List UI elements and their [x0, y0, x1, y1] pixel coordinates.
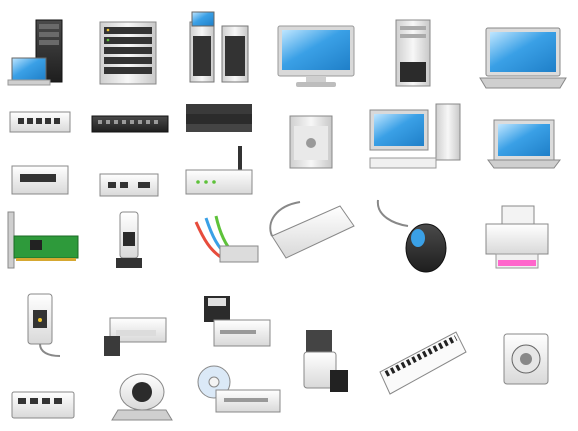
optical-drive-icon	[197, 365, 281, 413]
desktop-tower-icon	[395, 19, 431, 87]
wireless-router-icon	[185, 146, 253, 195]
mouse-icon	[376, 199, 447, 273]
rack-unit-icon	[186, 104, 252, 132]
midi-keyboard-icon	[379, 331, 467, 395]
network-cables-icon	[194, 215, 259, 263]
server-tower-with-laptop-icon	[7, 19, 63, 86]
rack-server-cabinet-icon	[99, 21, 157, 85]
speaker-icon	[503, 333, 549, 385]
network-switch-icon	[9, 111, 71, 133]
printer-icon	[485, 205, 549, 269]
usb-hub-icon	[11, 391, 75, 419]
small-laptop-icon	[487, 119, 561, 169]
external-drive-icon	[289, 115, 333, 169]
usb-flash-drive-icon	[116, 211, 142, 268]
laptop-icon	[479, 27, 567, 89]
desktop-computer-icon	[369, 103, 461, 169]
network-card-icon	[7, 211, 79, 269]
network-hub-icon	[99, 173, 159, 197]
lcd-monitor-icon	[277, 25, 355, 87]
router-box-icon	[11, 165, 69, 195]
usb-memory-stick-icon	[303, 330, 348, 392]
webcam-icon	[111, 373, 173, 421]
keyboard-icon	[269, 201, 355, 259]
card-reader-icon	[104, 317, 167, 356]
server-pair-with-monitor-icon	[189, 11, 249, 83]
floppy-drive-icon	[204, 296, 271, 347]
patch-panel-icon	[91, 115, 169, 133]
usb-tower-hub-icon	[27, 293, 61, 357]
